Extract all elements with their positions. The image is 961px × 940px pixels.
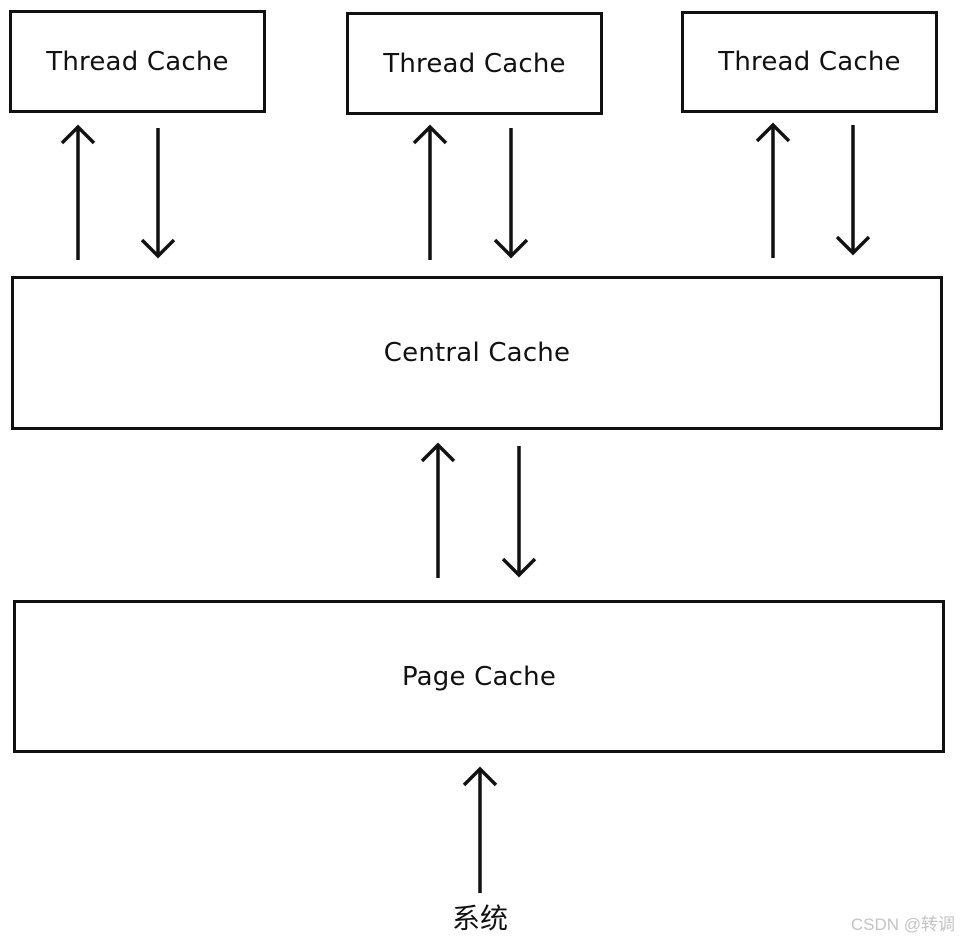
thread-cache-label-3: Thread Cache bbox=[718, 47, 901, 77]
thread-cache-box-3: Thread Cache bbox=[681, 11, 938, 113]
thread-cache-label-2: Thread Cache bbox=[383, 48, 566, 79]
arrow-thread3-up bbox=[755, 122, 791, 258]
arrow-system-up bbox=[462, 766, 498, 893]
arrow-thread1-up bbox=[60, 124, 96, 260]
system-label: 系统 bbox=[451, 902, 508, 935]
arrow-thread2-down bbox=[493, 128, 529, 259]
page-cache-label: Page Cache bbox=[401, 661, 557, 692]
arrow-thread1-down bbox=[140, 128, 176, 259]
thread-cache-label-1: Thread Cache bbox=[46, 46, 229, 77]
thread-cache-box-1: Thread Cache bbox=[9, 10, 266, 113]
arrow-central-up bbox=[420, 442, 456, 578]
arrow-thread2-up bbox=[412, 124, 448, 260]
watermark: CSDN @转调 bbox=[850, 915, 955, 934]
arrow-thread3-down bbox=[835, 125, 871, 256]
arrow-central-down bbox=[501, 446, 537, 578]
central-cache-label: Central Cache bbox=[383, 338, 571, 368]
thread-cache-box-2: Thread Cache bbox=[346, 12, 603, 115]
page-cache-box: Page Cache bbox=[13, 600, 945, 753]
central-cache-box: Central Cache bbox=[11, 276, 943, 430]
